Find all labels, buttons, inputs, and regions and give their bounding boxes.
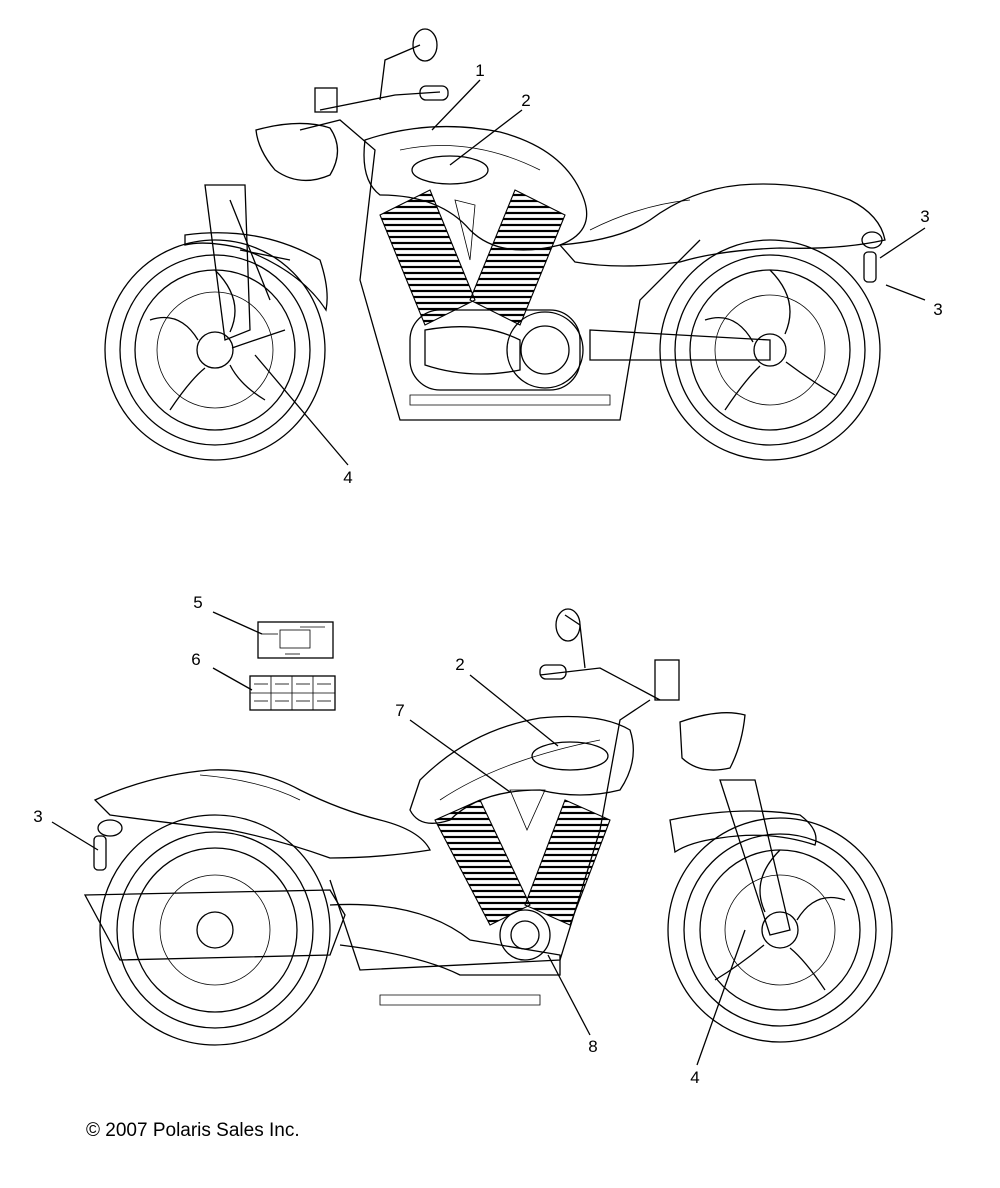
mirror (555, 608, 581, 642)
callout-4-bottom: 4 (690, 1068, 699, 1087)
copyright-notice: © 2007 Polaris Sales Inc. (86, 1120, 300, 1141)
callout-2-bottom: 2 (455, 655, 464, 674)
headlight-nacelle (255, 122, 339, 182)
leader-lines (51, 79, 926, 1066)
mirror (412, 28, 438, 62)
callout-5: 5 (193, 593, 202, 612)
handlebar (539, 614, 661, 701)
seat-and-rear-fender (558, 183, 886, 267)
fuel-tank (409, 715, 634, 824)
headlight-nacelle (679, 712, 746, 771)
callout-7: 7 (395, 701, 404, 720)
seat-and-rear-fender (93, 769, 431, 859)
front-wheel (667, 817, 893, 1043)
engine (379, 189, 584, 391)
callout-8: 8 (588, 1037, 597, 1056)
callouts-top: 1 2 3 3 4 (343, 61, 942, 487)
tail-light (97, 819, 123, 837)
motorcycle-left-side-view (83, 608, 893, 1046)
decal-5 (257, 621, 334, 659)
handlebar (319, 44, 441, 111)
callout-3b: 3 (933, 300, 942, 319)
frame (299, 119, 701, 421)
callout-2: 2 (521, 91, 530, 110)
tank-badge (411, 155, 489, 185)
front-fender (669, 810, 817, 854)
front-fork (204, 184, 251, 341)
engine (434, 789, 611, 961)
tank-badge (531, 741, 609, 771)
callout-6: 6 (191, 650, 200, 669)
front-wheel (104, 239, 326, 461)
reflector (93, 835, 107, 871)
exhaust-pipe (329, 903, 561, 976)
exhaust-muffler (83, 889, 346, 961)
swingarm (589, 329, 771, 361)
front-fender (184, 232, 328, 312)
front-fork (719, 779, 791, 936)
motorcycle-right-side-view (104, 28, 886, 461)
callout-3-bottom: 3 (33, 807, 42, 826)
fuel-tank (363, 125, 588, 251)
decal-6 (249, 675, 336, 711)
reflector (863, 251, 877, 283)
callout-4: 4 (343, 468, 352, 487)
callout-1: 1 (475, 61, 484, 80)
callouts-bottom: 5 6 2 7 3 8 4 (33, 593, 699, 1087)
rear-wheel (659, 239, 881, 461)
rear-wheel (99, 814, 331, 1046)
tail-light (861, 231, 883, 249)
callout-3: 3 (920, 207, 929, 226)
